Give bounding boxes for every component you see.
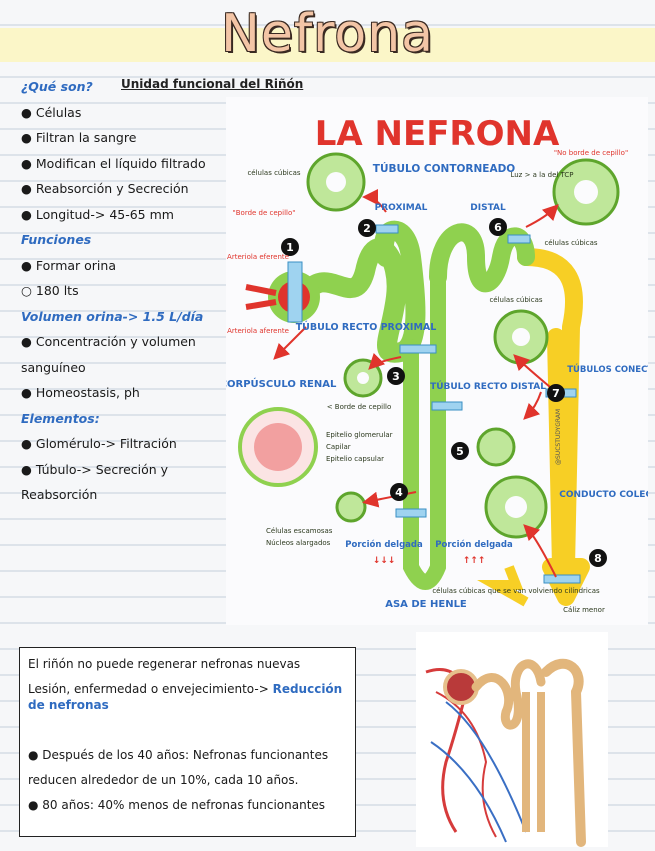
proximal-convoluted-tubule	[294, 220, 426, 363]
label-tubulo-contorneado: TÚBULO CONTORNEADO	[373, 162, 516, 175]
label-distal: DISTAL	[470, 203, 506, 213]
volumen-item: ● Homeostasis, ph	[21, 385, 140, 400]
label-celulas-escamosas: Células escamosas	[266, 527, 333, 535]
volumen-item: ● Concentración y volumen	[21, 334, 196, 349]
label-borde-cepillo: "Borde de cepillo"	[233, 209, 296, 217]
anatomy-illustration	[425, 658, 586, 847]
label-tubulo-recto-distal: TÚBULO RECTO DISTAL	[430, 380, 546, 392]
label-arrows-down: ↓↓↓	[373, 556, 396, 566]
label-luz-tcp: Luz > a la del TCP	[510, 171, 573, 179]
note-line: reducen alrededor de un 10%, cada 10 año…	[28, 773, 299, 787]
label-nucleos-alargados: Núcleos alargados	[266, 539, 331, 547]
definition-text: Unidad funcional del Riñón	[121, 77, 304, 91]
note-line: El riñón no puede regenerar nefronas nue…	[28, 657, 301, 671]
step-number: 4	[395, 486, 403, 499]
loop-of-henle	[403, 269, 446, 590]
label-capilar: Capilar	[326, 443, 351, 451]
step-number: 8	[594, 552, 602, 565]
funciones-item: ● Formar orina	[21, 257, 116, 273]
elementos-item: ● Glomérulo-> Filtración	[21, 436, 177, 451]
nephron-diagram: LA NEFRONA	[220, 97, 655, 625]
intro-item: ● Longitud-> 45-65 mm	[21, 206, 174, 222]
volumen-item: sanguíneo	[21, 359, 86, 375]
regeneration-note: El riñón no puede regenerar nefronas nue…	[19, 647, 356, 837]
label-celulas-cubicas: células cúbicas	[247, 169, 300, 177]
intro-item: ● Modifican el líquido filtrado	[21, 155, 206, 171]
step-number: 6	[494, 221, 502, 234]
label-epitelio-glomerular: Epitelio glomerular	[326, 431, 393, 439]
label-asa-henle: ASA DE HENLE	[385, 599, 467, 610]
label-arrows-up: ↑↑↑	[463, 556, 486, 566]
diagram-title: LA NEFRONA	[315, 114, 560, 154]
notes-column: ¿Qué son? ● Células ● Filtran la sangre …	[21, 74, 241, 508]
arterioles	[245, 284, 277, 310]
label-porcion-delgada: Porción delgada	[345, 539, 423, 550]
label-proximal: PROXIMAL	[375, 203, 428, 213]
intro-item: ● Reabsorción y Secreción	[21, 181, 189, 196]
label-celulas-cubicas: células cúbicas que se van volviendo cil…	[432, 587, 600, 595]
label-conducto-colector: CONDUCTO COLECTOR	[559, 490, 648, 500]
label-epitelio-capsular: Epitelio capsular	[326, 455, 384, 463]
nephron-illustration: LA NEFRONA	[220, 114, 655, 614]
step-number: 5	[456, 445, 464, 458]
label-borde-cepillo-2: < Borde de cepillo	[327, 403, 392, 411]
diagram-small-labels: células cúbicas "Borde de cepillo" "No b…	[227, 149, 628, 614]
cell-cross-sections	[238, 152, 620, 539]
elementos-item: ● Túbulo-> Secreción y	[21, 461, 169, 477]
intro-item: ● Células	[21, 104, 82, 120]
label-tubulos-conectores: TÚBULOS CONECTORES	[567, 363, 648, 375]
note-line: ● 80 años: 40% menos de nefronas funcion…	[28, 798, 326, 812]
funciones-item: ○ 180 lts	[21, 283, 79, 298]
step-number: 3	[392, 370, 400, 383]
label-porcion-delgada: Porción delgada	[435, 539, 513, 550]
watermark-text: @SUCSTUDYGRAM	[555, 409, 562, 465]
collecting-duct	[517, 248, 590, 606]
intro-heading: ¿Qué son?	[21, 79, 93, 94]
funciones-heading: Funciones	[21, 232, 92, 247]
step-number: 1	[286, 241, 294, 254]
step-numbers: 1 2 3 4 5 6 7 8	[281, 218, 607, 567]
diagram-labels: TÚBULO CONTORNEADO PROXIMAL DISTAL TÚBUL…	[220, 162, 655, 610]
label-no-borde: "No borde de cepillo"	[554, 149, 628, 157]
step-number: 7	[552, 387, 560, 400]
label-corpusculo-renal: CORPÚSCULO RENAL	[226, 377, 337, 390]
label-arteriola-eferente: Arteriola eferente	[227, 253, 289, 261]
label-arteriola-aferente: Arteriola aferente	[227, 327, 289, 335]
note-line: Lesión, enfermedad o envejecimiento-> Re…	[28, 681, 347, 713]
intro-item: ● Filtran la sangre	[21, 130, 137, 145]
volumen-heading: Volumen orina-> 1.5 L/día	[21, 308, 204, 324]
page-title: Nefrona	[220, 4, 435, 64]
note-line: ● Después de los 40 años: Nefronas funci…	[28, 748, 329, 762]
label-tubulo-recto-proximal: TÚBULO RECTO PROXIMAL	[296, 321, 437, 333]
label-caliz-menor: Cáliz menor	[563, 606, 605, 614]
elementos-item: Reabsorción	[21, 487, 98, 502]
note-text: Lesión, enfermedad o envejecimiento->	[28, 682, 273, 696]
nephron-anatomy-image	[416, 632, 608, 847]
label-celulas-cubicas: células cúbicas	[544, 239, 597, 247]
step-number: 2	[363, 222, 371, 235]
note-highlight: Reducción de nefronas	[28, 682, 343, 712]
title-banner	[0, 28, 655, 62]
label-celulas-cubicas: células cúbicas	[489, 296, 542, 304]
duct-branch	[477, 565, 529, 607]
elementos-heading: Elementos:	[21, 410, 100, 426]
